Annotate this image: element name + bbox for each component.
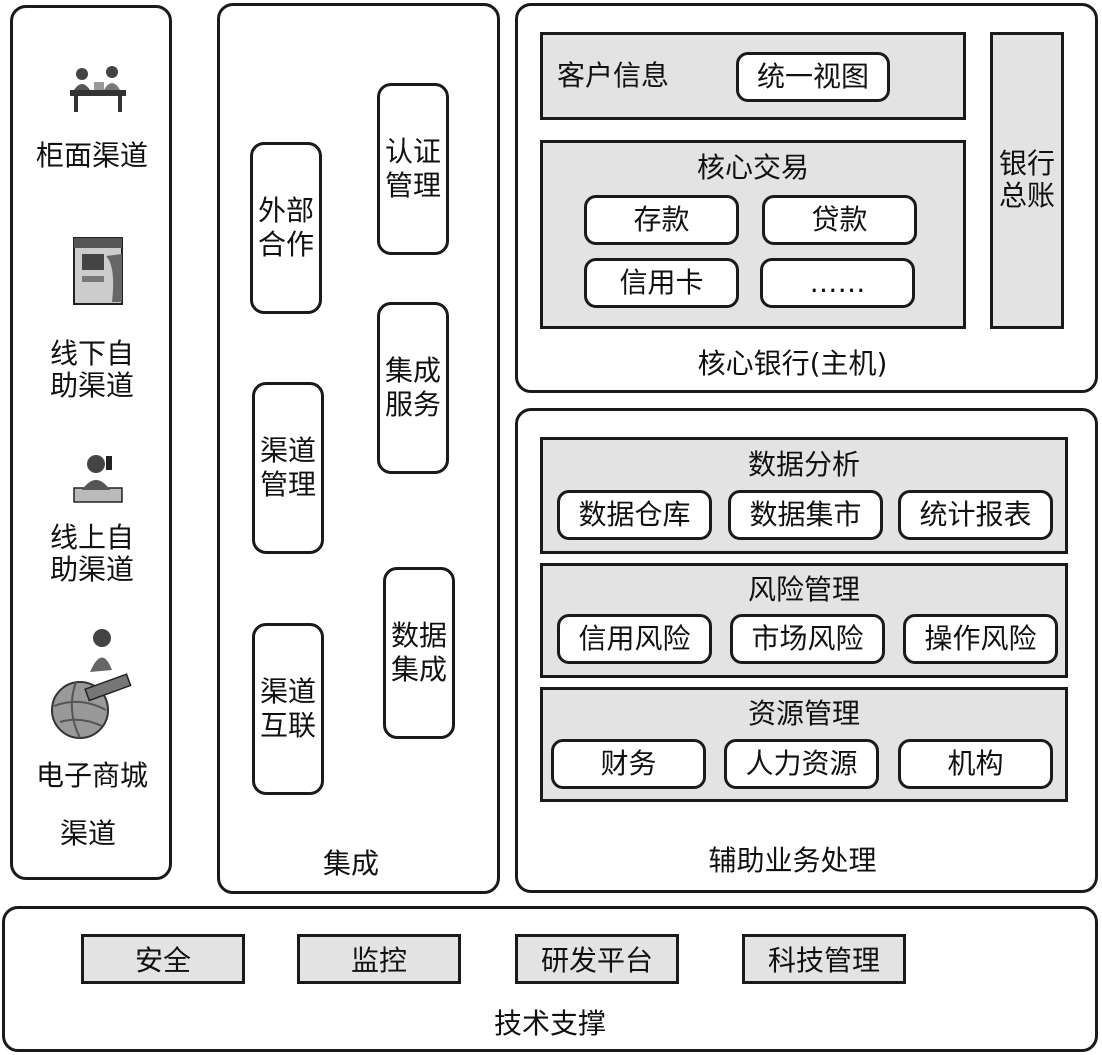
general-ledger-label: 银行总账 bbox=[998, 147, 1055, 212]
general-ledger-section[interactable] bbox=[990, 32, 1064, 329]
ecommerce-globe-icon bbox=[51, 629, 132, 739]
integration-service-box[interactable]: 集成服务 bbox=[377, 302, 449, 474]
resource-management-title: 资源管理 bbox=[747, 697, 860, 730]
operational-risk-box[interactable]: 操作风险 bbox=[903, 614, 1058, 664]
statistical-report-box[interactable]: 统计报表 bbox=[898, 490, 1053, 540]
counter-channel-label: 柜面渠道 bbox=[35, 139, 148, 172]
ecommerce-label-line1: 电子商城 bbox=[35, 759, 148, 792]
organization-box[interactable]: 机构 bbox=[898, 739, 1053, 789]
core-banking-title: 核心银行(主机) bbox=[697, 347, 888, 380]
credit-card-box[interactable]: 信用卡 bbox=[584, 258, 739, 308]
online-self-service-label: 线上自 助渠道 bbox=[49, 521, 134, 586]
tech-management-box[interactable]: 科技管理 bbox=[742, 934, 906, 984]
core-transaction-title: 核心交易 bbox=[696, 151, 809, 184]
finance-box[interactable]: 财务 bbox=[551, 739, 706, 789]
data-warehouse-box[interactable]: 数据仓库 bbox=[557, 490, 712, 540]
loan-box[interactable]: 贷款 bbox=[762, 195, 917, 245]
tech-support-title: 技术支撑 bbox=[493, 1007, 606, 1040]
credit-risk-box[interactable]: 信用风险 bbox=[557, 614, 712, 664]
data-analysis-title: 数据分析 bbox=[747, 448, 860, 481]
deposit-box[interactable]: 存款 bbox=[584, 195, 739, 245]
security-box[interactable]: 安全 bbox=[81, 934, 245, 984]
integration-title: 集成 bbox=[322, 847, 379, 880]
unified-view-box[interactable]: 统一视图 bbox=[736, 52, 890, 102]
data-mart-box[interactable]: 数据集市 bbox=[728, 490, 883, 540]
data-integration-box[interactable]: 数据集成 bbox=[383, 567, 455, 739]
channels-panel bbox=[10, 5, 172, 880]
auxiliary-title: 辅助业务处理 bbox=[708, 844, 877, 877]
channel-interconnect-box[interactable]: 渠道互联 bbox=[252, 623, 324, 795]
atm-icon bbox=[73, 237, 123, 305]
phone-user-icon bbox=[73, 455, 123, 503]
offline-self-service-label: 线下自 助渠道 bbox=[49, 337, 134, 402]
auth-management-box[interactable]: 认证管理 bbox=[377, 83, 449, 255]
channel-management-box[interactable]: 渠道管理 bbox=[252, 382, 324, 554]
rd-platform-box[interactable]: 研发平台 bbox=[515, 934, 679, 984]
monitoring-box[interactable]: 监控 bbox=[297, 934, 461, 984]
market-risk-box[interactable]: 市场风险 bbox=[730, 614, 885, 664]
counter-staff-icon bbox=[70, 66, 126, 112]
ecommerce-label-line2: 渠道 bbox=[60, 817, 117, 850]
more-box[interactable]: …… bbox=[760, 258, 915, 308]
human-resource-box[interactable]: 人力资源 bbox=[724, 739, 879, 789]
risk-management-title: 风险管理 bbox=[747, 573, 860, 606]
customer-info-label: 客户信息 bbox=[557, 59, 670, 92]
external-cooperation-box[interactable]: 外部合作 bbox=[250, 142, 322, 314]
